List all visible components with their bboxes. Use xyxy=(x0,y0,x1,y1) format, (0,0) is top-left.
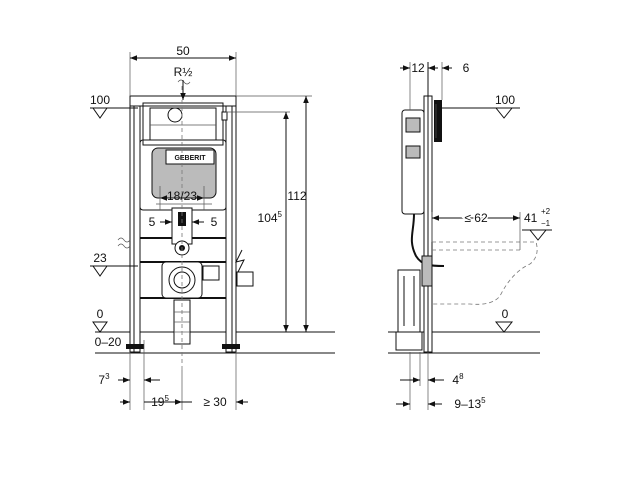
offset-right-label: 5 xyxy=(211,215,218,229)
front-view: GEBERIT 50 R xyxy=(90,44,335,410)
height-total-label: 112 xyxy=(287,189,306,203)
side-level-marker-0: 0 xyxy=(494,307,514,333)
frame xyxy=(126,95,240,353)
side-dim-bottom-label: 48 xyxy=(452,372,464,387)
wave-symbol xyxy=(117,237,131,249)
svg-text:23: 23 xyxy=(93,251,107,265)
svg-text:0: 0 xyxy=(97,307,104,321)
opening-label: 18/23 xyxy=(167,189,197,203)
power-connection-box xyxy=(236,271,254,287)
brand-label: GEBERIT xyxy=(174,155,206,162)
level-marker-0: 0 xyxy=(92,307,108,333)
connection-label: R½ xyxy=(174,65,193,79)
level-marker-23: 23 xyxy=(90,251,138,277)
depth-right-label: 6 xyxy=(463,61,470,75)
side-dim-range-label: 9–135 xyxy=(454,396,486,411)
depth-left-label: 12 xyxy=(411,61,425,75)
level-marker-100: 100 xyxy=(90,93,138,119)
side-level-marker-100: 100 xyxy=(442,93,520,119)
svg-text:100: 100 xyxy=(495,93,515,107)
height-main-label: 1045 xyxy=(258,210,283,225)
water-connection-box xyxy=(202,265,220,281)
svg-text:41: 41 xyxy=(524,211,538,225)
side-flush-pipe xyxy=(410,213,445,267)
flush-pipe xyxy=(161,86,203,370)
dim-left-label: 73 xyxy=(98,372,110,387)
electric-symbol xyxy=(235,249,245,273)
svg-text:+2: +2 xyxy=(541,207,551,216)
offset-left-label: 5 xyxy=(149,215,156,229)
floor-range-label: 0–20 xyxy=(95,335,122,349)
projection-label: ≤ 62 xyxy=(464,211,488,225)
svg-text:0: 0 xyxy=(502,307,509,321)
wc-bowl-outline xyxy=(432,241,538,305)
svg-text:−1: −1 xyxy=(541,219,551,228)
svg-text:100: 100 xyxy=(90,93,110,107)
width-label: 50 xyxy=(176,44,190,58)
side-view: 12 6 100 0 ≤ 62 41 +2 −1 xyxy=(388,61,552,411)
dim-bottom-label: 195 xyxy=(151,394,169,409)
bowl-height-marker: 41 +2 −1 xyxy=(522,207,552,241)
dim-bottom-right-label: ≥ 30 xyxy=(203,395,227,409)
side-drain xyxy=(397,269,421,333)
